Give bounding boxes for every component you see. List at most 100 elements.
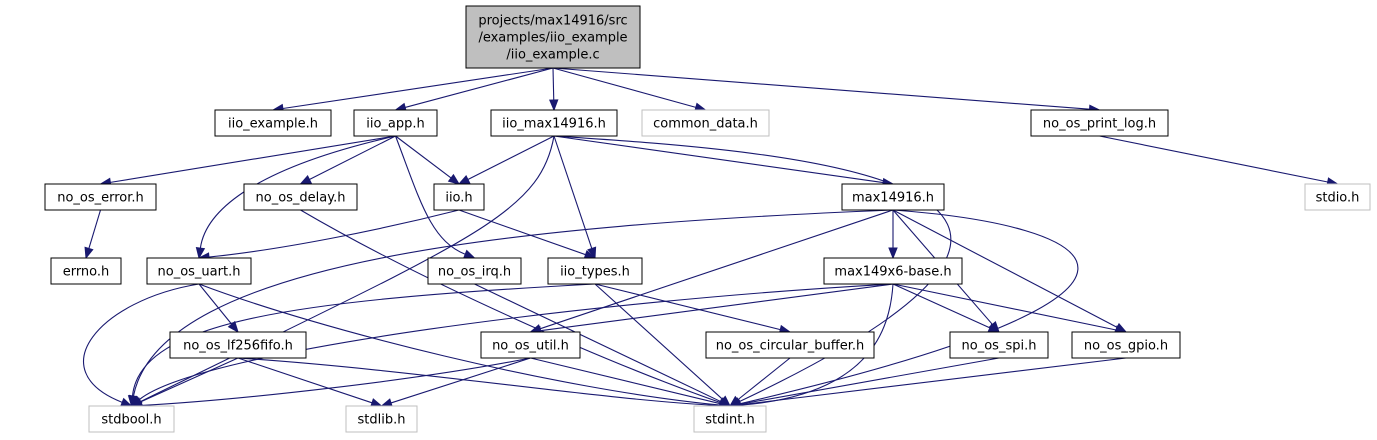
node-iio-max14916-h[interactable]: iio_max14916.h bbox=[490, 109, 618, 137]
edge-line bbox=[474, 283, 722, 403]
node-no-os-spi-h[interactable]: no_os_spi.h bbox=[949, 331, 1049, 359]
node-iio-app-h[interactable]: iio_app.h bbox=[353, 109, 438, 137]
edge-line bbox=[309, 135, 396, 180]
node-errno-h[interactable]: errno.h bbox=[50, 257, 122, 285]
node-label: iio_max14916.h bbox=[502, 117, 606, 132]
node-box bbox=[1030, 109, 1169, 137]
edge-iio-types-h-to-no-os-circular-buffer-h bbox=[594, 283, 792, 335]
edge-line bbox=[594, 283, 723, 400]
edge-arrowhead bbox=[462, 249, 476, 259]
node-label: /examples/iio_example bbox=[478, 31, 627, 46]
node-label: no_os_gpio.h bbox=[1084, 339, 1168, 354]
node-label: /iio_example.c bbox=[506, 48, 599, 63]
edge-arrowhead bbox=[195, 246, 206, 260]
node-box bbox=[88, 405, 175, 433]
edge-max149x6-base-h-to-no-os-gpio-h bbox=[892, 283, 1128, 335]
node-box bbox=[214, 109, 332, 137]
edge-line bbox=[594, 283, 781, 331]
edge-iio-h-to-iio-types-h bbox=[458, 209, 597, 259]
edge-line bbox=[88, 209, 102, 249]
node-box bbox=[705, 331, 875, 359]
node-box bbox=[345, 405, 418, 433]
edge-line bbox=[390, 357, 531, 404]
edge-line bbox=[1099, 135, 1328, 183]
edge-line bbox=[110, 135, 396, 183]
node-box bbox=[146, 257, 252, 285]
node-box bbox=[641, 109, 770, 137]
node-no-os-error-h[interactable]: no_os_error.h bbox=[44, 183, 157, 211]
edge-line bbox=[198, 283, 233, 325]
node-max14916-h[interactable]: max14916.h bbox=[841, 183, 945, 211]
edge-arrowhead bbox=[447, 173, 461, 185]
node-label: max149x6-base.h bbox=[834, 265, 951, 280]
edge-no-os-uart-h-to-stdbool-h bbox=[83, 283, 200, 407]
edge-line bbox=[237, 357, 721, 407]
node-label: projects/max14916/src bbox=[478, 14, 627, 29]
node-label: no_os_error.h bbox=[57, 191, 144, 206]
node-box bbox=[480, 331, 581, 359]
node-iio-types-h[interactable]: iio_types.h bbox=[547, 257, 643, 285]
node-no-os-gpio-h[interactable]: no_os_gpio.h bbox=[1071, 331, 1181, 359]
edge-max14916-h-to-stdint-h bbox=[728, 209, 1079, 409]
edge-line bbox=[458, 209, 586, 256]
node-box bbox=[44, 183, 157, 211]
edge-arrowhead bbox=[888, 247, 898, 260]
node-label: stdint.h bbox=[705, 413, 754, 428]
node-iio-h[interactable]: iio.h bbox=[433, 183, 485, 211]
edge-line bbox=[552, 67, 697, 108]
edge-no-os-uart-h-to-no-os-lf256fifo-h bbox=[198, 283, 239, 334]
edge-max14916-h-to-max149x6-base-h bbox=[888, 210, 898, 260]
edge-line bbox=[892, 283, 1117, 331]
edge-iio-app-h-to-iio-h bbox=[395, 135, 461, 185]
edge-line bbox=[199, 135, 396, 249]
node-stdio-h: stdio.h bbox=[1304, 183, 1371, 211]
node-no-os-lf256fifo-h[interactable]: no_os_lf256fifo.h bbox=[169, 331, 307, 359]
node-box bbox=[169, 331, 307, 359]
edge-line bbox=[892, 209, 1118, 328]
node-no-os-uart-h[interactable]: no_os_uart.h bbox=[146, 257, 252, 285]
node-label: no_os_spi.h bbox=[962, 339, 1037, 354]
node-label: iio_app.h bbox=[366, 117, 425, 132]
node-no-os-circular-buffer-h[interactable]: no_os_circular_buffer.h bbox=[705, 331, 875, 359]
node-box bbox=[949, 331, 1049, 359]
node-label: stdbool.h bbox=[101, 413, 161, 428]
node-box bbox=[353, 109, 438, 137]
edge-line bbox=[540, 283, 894, 332]
node-iio-example-h[interactable]: iio_example.h bbox=[214, 109, 332, 137]
node-label: errno.h bbox=[63, 265, 110, 280]
node-label: no_os_util.h bbox=[492, 339, 569, 354]
node-label: iio_types.h bbox=[560, 265, 630, 280]
node-label: no_os_irq.h bbox=[438, 265, 511, 280]
node-stdbool-h: stdbool.h bbox=[88, 405, 175, 433]
edge-line bbox=[198, 283, 721, 406]
node-no-os-print-log-h[interactable]: no_os_print_log.h bbox=[1030, 109, 1169, 137]
edge-line bbox=[141, 357, 531, 406]
edge-line bbox=[140, 357, 239, 403]
edge-line bbox=[208, 209, 460, 258]
node-label: max14916.h bbox=[852, 191, 934, 206]
edge-root-to-common-data-h bbox=[552, 67, 707, 112]
edge-line bbox=[892, 283, 991, 329]
node-common-data-h: common_data.h bbox=[641, 109, 770, 137]
edge-no-os-delay-h-to-stdint-h bbox=[300, 209, 732, 407]
node-box bbox=[1071, 331, 1181, 359]
edge-iio-app-h-to-no-os-error-h bbox=[99, 135, 396, 187]
edge-line bbox=[405, 67, 554, 108]
edge-no-os-print-log-h-to-stdio-h bbox=[1099, 135, 1339, 187]
node-no-os-irq-h[interactable]: no_os_irq.h bbox=[427, 257, 522, 285]
edge-line bbox=[552, 67, 555, 101]
node-box bbox=[823, 257, 963, 285]
node-no-os-util-h[interactable]: no_os_util.h bbox=[480, 331, 581, 359]
node-max149x6-base-h[interactable]: max149x6-base.h bbox=[823, 257, 963, 285]
node-label: no_os_uart.h bbox=[158, 265, 241, 280]
edge-layer bbox=[83, 67, 1339, 411]
node-root[interactable]: projects/max14916/src/examples/iio_examp… bbox=[465, 5, 641, 69]
edge-arrowhead bbox=[549, 99, 559, 112]
edge-arrowhead bbox=[587, 246, 597, 260]
node-no-os-delay-h[interactable]: no_os_delay.h bbox=[243, 183, 358, 211]
node-box bbox=[433, 183, 485, 211]
node-label: common_data.h bbox=[653, 117, 758, 132]
edge-arrowhead bbox=[299, 175, 313, 185]
node-label: no_os_delay.h bbox=[256, 191, 346, 206]
